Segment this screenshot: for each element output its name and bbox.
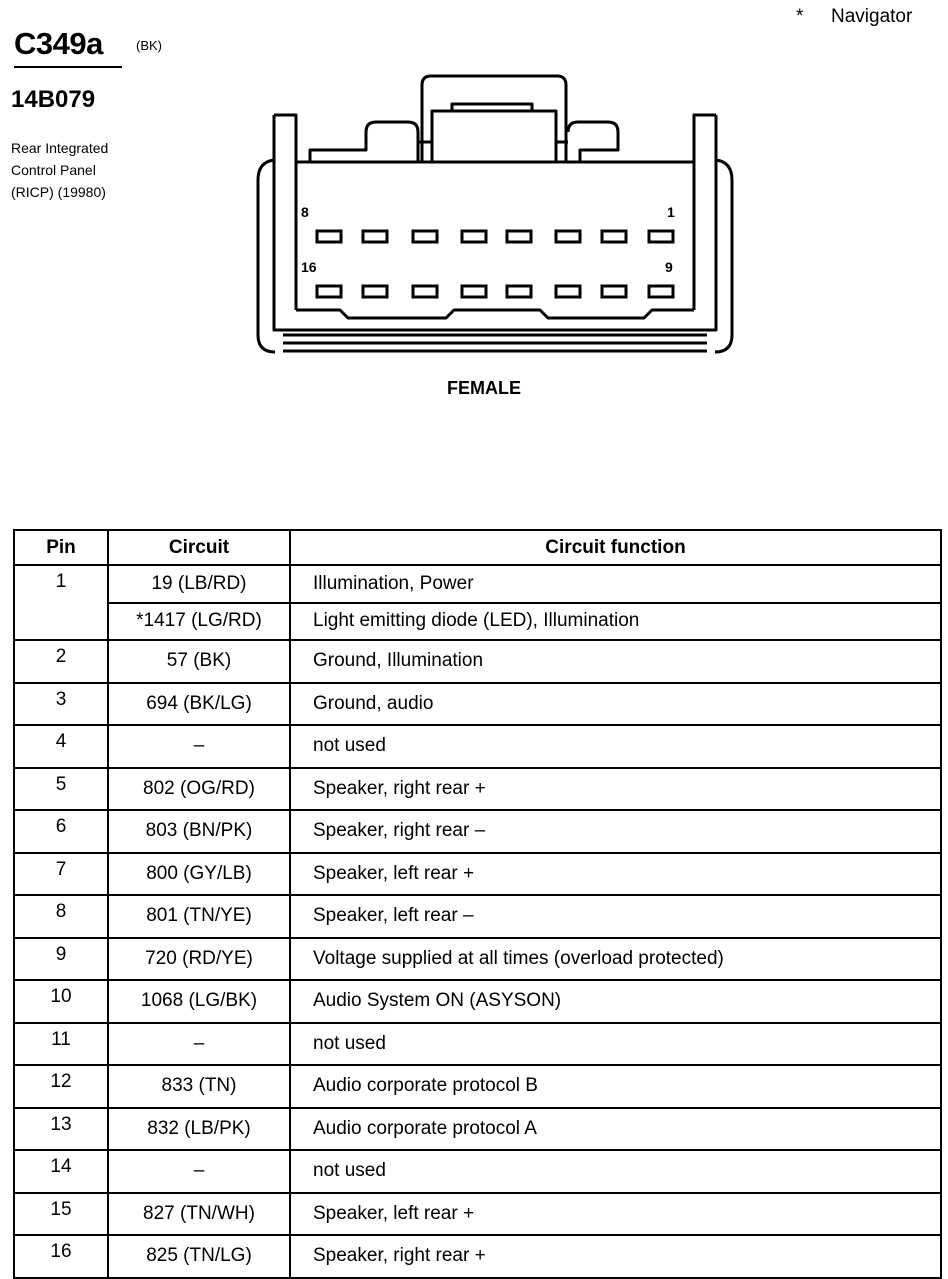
- table-row: 1 19 (LB/RD) Illumination, Power: [13, 564, 942, 641]
- table-row: *1417 (LG/RD) Light emitting diode (LED)…: [14, 602, 942, 641]
- connector-id: C349a: [14, 26, 103, 61]
- function-cell: Speaker, right rear +: [289, 766, 942, 811]
- circuit-cell: *1417 (LG/RD): [107, 602, 291, 641]
- function-cell: Voltage supplied at all times (overload …: [289, 936, 942, 981]
- function-cell: Light emitting diode (LED), Illumination: [289, 602, 942, 641]
- circuit-cell: –: [107, 1021, 291, 1066]
- pin-label-8: 8: [301, 204, 309, 220]
- circuit-cell: 720 (RD/YE): [107, 936, 291, 981]
- pin-cell: 11: [13, 1021, 109, 1066]
- function-cell: not used: [289, 1149, 942, 1194]
- table-row: 2 57 (BK) Ground, Illumination: [13, 639, 942, 684]
- pin-cell: 13: [13, 1106, 109, 1151]
- pin-cell: 2: [13, 639, 109, 684]
- connector-color: (BK): [136, 38, 162, 53]
- pin-label-16: 16: [301, 259, 317, 275]
- circuit-cell: 827 (TN/WH): [107, 1191, 291, 1236]
- table-row: 7 800 (GY/LB) Speaker, left rear +: [13, 851, 942, 896]
- footnote-symbol: *: [796, 6, 804, 27]
- table-row: 4 – not used: [13, 724, 942, 769]
- component-description: Rear Integrated Control Panel (RICP) (19…: [11, 137, 108, 203]
- circuit-cell: –: [107, 724, 291, 769]
- connector-gender-label: FEMALE: [447, 378, 521, 398]
- circuit-cell: 1068 (LG/BK): [107, 979, 291, 1024]
- header-pin: Pin: [13, 529, 109, 566]
- table-row: 14 – not used: [13, 1149, 942, 1194]
- connector-face-diagram: 8 1 16 9: [256, 74, 734, 354]
- table-header-row: Pin Circuit Circuit function: [13, 529, 942, 566]
- table-row: 10 1068 (LG/BK) Audio System ON (ASYSON): [13, 979, 942, 1024]
- pin-cell: 14: [13, 1149, 109, 1194]
- circuit-cell: 19 (LB/RD): [107, 564, 291, 604]
- circuit-cell: 833 (TN): [107, 1064, 291, 1109]
- circuit-cell: 825 (TN/LG): [107, 1234, 291, 1279]
- part-number: 14B079: [11, 86, 96, 113]
- footnote-text: Navigator: [831, 6, 913, 27]
- function-cell: Illumination, Power: [289, 564, 942, 604]
- table-row: 8 801 (TN/YE) Speaker, left rear –: [13, 894, 942, 939]
- description-line-1: Rear Integrated: [11, 140, 109, 156]
- pin-cell: 4: [13, 724, 109, 769]
- pin-cell: 16: [13, 1234, 109, 1279]
- pin-cell: 6: [13, 809, 109, 854]
- function-cell: Speaker, left rear +: [289, 851, 942, 896]
- pin-cell: 5: [13, 766, 109, 811]
- function-cell: Audio corporate protocol A: [289, 1106, 942, 1151]
- header-circuit-function: Circuit function: [289, 529, 942, 566]
- function-cell: Audio System ON (ASYSON): [289, 979, 942, 1024]
- circuit-cell: 802 (OG/RD): [107, 766, 291, 811]
- description-line-3: (RICP) (19980): [11, 184, 106, 200]
- table-row: 13 832 (LB/PK) Audio corporate protocol …: [13, 1106, 942, 1151]
- circuit-cell: 800 (GY/LB): [107, 851, 291, 896]
- pin-cell: 9: [13, 936, 109, 981]
- table-row: 15 827 (TN/WH) Speaker, left rear +: [13, 1191, 942, 1236]
- table-row: 11 – not used: [13, 1021, 942, 1066]
- function-cell: Speaker, left rear +: [289, 1191, 942, 1236]
- function-cell: Speaker, right rear +: [289, 1234, 942, 1279]
- pin-cell: 12: [13, 1064, 109, 1109]
- circuit-cell: –: [107, 1149, 291, 1194]
- pin-cell: 3: [13, 681, 109, 726]
- description-line-2: Control Panel: [11, 162, 96, 178]
- title-underline: [14, 66, 122, 68]
- pin-label-9: 9: [665, 259, 673, 275]
- function-cell: not used: [289, 1021, 942, 1066]
- function-cell: Speaker, left rear –: [289, 894, 942, 939]
- table-row: 5 802 (OG/RD) Speaker, right rear +: [13, 766, 942, 811]
- function-cell: not used: [289, 724, 942, 769]
- pin-cell: 10: [13, 979, 109, 1024]
- circuit-cell: 801 (TN/YE): [107, 894, 291, 939]
- circuit-cell: 57 (BK): [107, 639, 291, 684]
- circuit-cell: 832 (LB/PK): [107, 1106, 291, 1151]
- table-row: 12 833 (TN) Audio corporate protocol B: [13, 1064, 942, 1109]
- pin-cell: 1: [13, 564, 109, 641]
- circuit-cell: 803 (BN/PK): [107, 809, 291, 854]
- table-row: 16 825 (TN/LG) Speaker, right rear +: [13, 1234, 942, 1279]
- pin-cell: 7: [13, 851, 109, 896]
- table-row: 6 803 (BN/PK) Speaker, right rear –: [13, 809, 942, 854]
- function-cell: Ground, audio: [289, 681, 942, 726]
- pin-cell: 8: [13, 894, 109, 939]
- function-cell: Audio corporate protocol B: [289, 1064, 942, 1109]
- pin-label-1: 1: [667, 204, 675, 220]
- pin-cell: 15: [13, 1191, 109, 1236]
- table-row: 3 694 (BK/LG) Ground, audio: [13, 681, 942, 726]
- circuit-cell: 694 (BK/LG): [107, 681, 291, 726]
- header-circuit: Circuit: [107, 529, 291, 566]
- function-cell: Ground, Illumination: [289, 639, 942, 684]
- table-row: 9 720 (RD/YE) Voltage supplied at all ti…: [13, 936, 942, 981]
- pinout-table: Pin Circuit Circuit function 1 19 (LB/RD…: [13, 529, 942, 1279]
- function-cell: Speaker, right rear –: [289, 809, 942, 854]
